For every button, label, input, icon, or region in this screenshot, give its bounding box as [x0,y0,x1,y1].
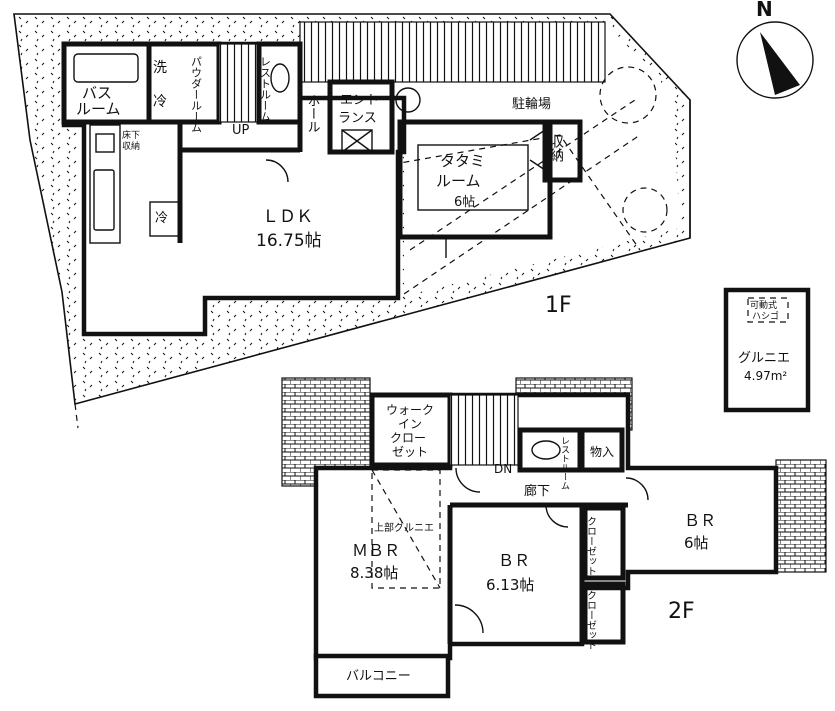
entrance-label-1: エント [340,93,379,108]
corridor-label: 廊下 [524,483,550,499]
underfloor-label-1: 床下 [122,129,140,141]
floor2-house [281,377,827,699]
trees [395,66,668,233]
walkin-label-1: ウォーク [386,403,434,417]
floor2-labels: ウォーク イン クロー ゼット レストルーム 物入 DN 廊下 上部グルニエ Ｍ… [346,403,716,684]
bicycle-parking-label: 駐輪場 [512,96,551,112]
entrance-label-2: ランス [338,111,377,126]
balcony-label: バルコニー [346,669,411,684]
ladder-label-1: 可動式 [750,299,777,311]
walkin-label-4: ゼット [392,445,428,459]
paved-area [299,21,680,301]
compass: N [736,0,814,99]
fridge-mark: 冷 [153,94,167,110]
loft: 可動式 ハシゴ グルニエ 4.97m² [723,287,811,413]
underfloor-label-2: 収納 [122,140,140,152]
powder-room-label: パウダールーム [190,56,203,133]
closet-bottom-label: クローゼット [585,590,597,650]
floor1-labels: バス ルーム 洗 冷 パウダールーム レストルーム ホール エント ランス 駐輪… [76,56,572,318]
restroom-label: レストルーム [259,56,272,122]
compass-label: N [756,0,773,21]
storage-in-label: 物入 [590,445,614,459]
br-center-size: 6.13帖 [486,576,534,594]
br-right-size: 6帖 [684,534,709,552]
mbr-size: 8.38帖 [350,564,398,582]
kitchen-fridge-mark: 冷 [155,211,168,226]
ldk-name: ＬＤＫ [262,207,313,227]
tatami-label-1: タタミ [440,152,485,170]
hall-label: ホール [305,94,320,133]
ldk-size: 16.75帖 [256,231,322,251]
br-center-name: ＢＲ [498,551,530,570]
stairs-up-label: UP [232,123,250,138]
ladder-label-2: ハシゴ [752,310,779,322]
f2-restroom-label: レストルーム [559,436,570,490]
north-arrow-icon [760,32,800,95]
walkin-label-3: クロー [390,431,426,445]
bath-label-2: ルーム [76,100,121,118]
br-right-name: ＢＲ [684,511,716,530]
storage-label: 収納 [548,134,564,163]
mbr-name: ＭＢＲ [352,541,400,560]
compass-circle [736,21,814,99]
floor1-house [61,41,583,337]
tatami-label-2: ルーム [436,172,481,190]
tatami-size: 6帖 [454,195,475,210]
upper-loft-label: 上部グルニエ [374,521,434,534]
floor1-label: 1F [545,293,572,318]
floor2-label: 2F [668,599,695,624]
closet-top-label: クローゼット [585,516,597,576]
bath-label-1: バス [82,84,112,102]
wash-mark: 洗 [153,60,167,76]
stairs-down-label: DN [494,462,512,476]
loft-name: グルニエ [738,351,790,366]
loft-area: 4.97m² [744,369,787,383]
walkin-label-2: イン [398,417,422,431]
